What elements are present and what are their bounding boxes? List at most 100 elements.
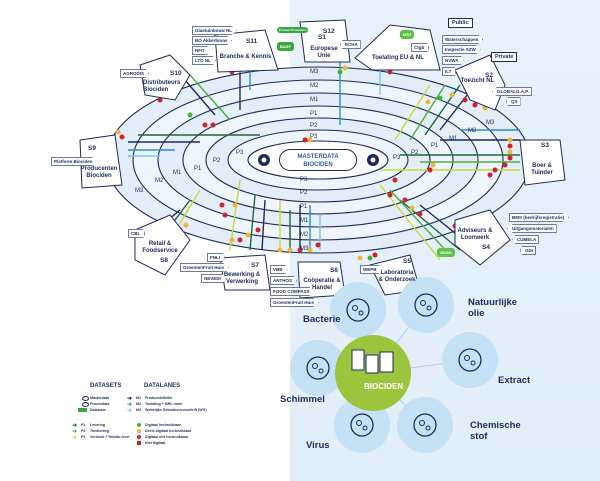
legend-arrow-icon: ➜ [72, 429, 78, 435]
tag-agrodis[interactable]: AGRODIS [120, 69, 150, 78]
stakeholder-s12[interactable]: Europese Unie [310, 46, 338, 59]
status-dot-56 [219, 202, 225, 208]
status-dot-24 [507, 137, 513, 143]
legend-status-2: Digitaal niet herbruikbaar [145, 435, 189, 439]
stakeholder-id-s1: S1 [318, 34, 326, 41]
ring-label-p2-b: P2 [300, 190, 308, 196]
stakeholder-s4[interactable]: Adviseurs & Loonwerk [457, 228, 493, 241]
ring-label-p1: P1 [310, 111, 318, 117]
tag-gdi[interactable]: GDI [520, 246, 537, 255]
status-dot-31 [427, 167, 433, 173]
status-dot-33 [392, 177, 398, 183]
tag-nvwa[interactable]: NVWA [442, 56, 464, 65]
virus-icon [350, 413, 374, 437]
database-symbol [78, 408, 87, 412]
stakeholder-s6[interactable]: Coöperatie & Handel [303, 278, 341, 291]
petri-dish-icon [306, 356, 330, 380]
status-dot-10 [119, 134, 125, 140]
plant-oil-icon-detail [420, 300, 426, 306]
tag-food-compass[interactable]: FOOD COMPASS [270, 287, 315, 296]
status-swatch-2 [137, 435, 141, 439]
datalane-15 [394, 84, 431, 141]
stakeholder-s7[interactable]: Bewerking & Verwerking [223, 272, 261, 285]
stakeholder-s10[interactable]: Distributeurs Biociden [143, 80, 181, 93]
status-dot-15 [387, 69, 393, 75]
tag-groentenfruit-huis-s7[interactable]: GroentenFruit Huis [180, 263, 230, 272]
stakeholder-s11[interactable]: Branche & Kennis [219, 54, 272, 60]
tag-ilt[interactable]: ILT [442, 67, 457, 76]
stakeholder-id-s8: S8 [160, 257, 168, 264]
legend-arrow-icon: ➜ [127, 396, 133, 402]
status-dot-3 [157, 97, 163, 103]
legend-status-3: Niet digitaal [145, 441, 166, 445]
status-dot-9 [115, 129, 121, 135]
tag-lto-nl[interactable]: LTO NL [192, 56, 216, 65]
bubble-chemische-stof [397, 397, 453, 453]
dataset-symbol-0 [82, 396, 89, 401]
ring-label-m3-r: M3 [486, 120, 495, 126]
stakeholder-shape-s12 [299, 19, 351, 63]
tag-cbl[interactable]: CBL [128, 229, 146, 238]
tag-wepb[interactable]: WEPB [360, 265, 382, 274]
tag-groentenfruit-huis-s6[interactable]: GroentenFruit Huis [270, 298, 320, 307]
core-label-biociden: BIOCIDEN [364, 382, 404, 391]
stakeholder-s2[interactable]: Toezicht NL [460, 78, 495, 84]
datalane-17 [424, 84, 461, 136]
stakeholder-s9[interactable]: Producenten Biociden [80, 166, 118, 179]
status-dot-44 [315, 242, 321, 248]
stakeholder-s1[interactable]: Toelating EU & NL [372, 55, 424, 61]
tag-anthos[interactable]: ANTHOS [270, 276, 297, 285]
status-dot-50 [237, 237, 243, 243]
bottle-1 [351, 349, 365, 371]
tag-cumela[interactable]: CUMELA [512, 235, 540, 244]
status-dot-27 [507, 155, 513, 161]
ring-label-m2-l: M2 [155, 178, 164, 184]
tag-bms[interactable]: BMS (bedrijfsregistratie) [509, 213, 570, 222]
tag-qs[interactable]: QS [506, 97, 521, 106]
tag-inspectie-szw[interactable]: Inspectie SZW [442, 45, 481, 54]
datalane-29 [249, 194, 256, 251]
petri-dish-icon-shape [306, 356, 330, 380]
spray-bottles-icon [351, 349, 394, 374]
tag-vbb[interactable]: VBB [270, 265, 288, 274]
stakeholder-s3[interactable]: Boer & Tuinder [531, 163, 553, 176]
stakeholder-id-s5: S5 [403, 258, 411, 265]
tag-platform-biociden[interactable]: Platform Biociden [51, 157, 98, 166]
tag-glastuinbouw[interactable]: Glastuinbouw NL [192, 26, 237, 35]
tag-bo-akkerbouw[interactable]: BO Akkerbouw [192, 36, 233, 45]
stakeholder-id-s6: S6 [330, 267, 338, 274]
tag-fnli[interactable]: FNLI [207, 253, 225, 262]
status-dot-18 [437, 95, 443, 101]
tag-globalgap[interactable]: GLOBALG.A.P. [492, 87, 532, 96]
legend-arrow-icon: ➜ [72, 423, 78, 429]
sign-public: Public [448, 18, 473, 28]
ring-label-p2-l: P2 [213, 158, 221, 164]
ring-label-p3-r: P3 [393, 155, 401, 161]
status-dot-7 [202, 122, 208, 128]
legend-lane-label-0: Productdefinitie [145, 396, 173, 400]
stakeholder-s8[interactable]: Retail & Foodservice [142, 241, 178, 254]
tag-uitgangsmaterialen[interactable]: Uitgangsmaterialen [507, 224, 557, 233]
stakeholder-shape-s9 [79, 134, 123, 189]
virus-icon-detail2 [362, 425, 368, 431]
status-dot-12 [307, 137, 313, 143]
tag-echa[interactable]: ECHA [340, 40, 361, 49]
tag-nevedi[interactable]: NEVEDI [201, 274, 226, 283]
tag-nfo[interactable]: NFO [192, 46, 210, 55]
ring-label-p2: P2 [310, 123, 318, 129]
legend-arrow-icon: ➜ [127, 408, 133, 414]
stakeholder-s5[interactable]: Laboratoria & Onderzoek [378, 270, 416, 283]
legend-lane-label-1: Toelating + MRL norm [145, 402, 183, 406]
ring-label-m1-l: M1 [173, 170, 182, 176]
legend-dataset-0: Masterdata [90, 396, 109, 400]
bacteria-icon-shape [346, 298, 370, 322]
tag-ctgb[interactable]: Ctgb [411, 43, 430, 52]
hexagon-chemical-icon-detail2 [425, 425, 431, 431]
tag-waterschappen[interactable]: Waterschappen [442, 35, 484, 44]
datalane-21 [389, 189, 451, 256]
status-dot-52 [255, 227, 261, 233]
status-dot-57 [232, 202, 238, 208]
status-dot-32 [430, 162, 436, 168]
ring-label-m1: M1 [310, 97, 319, 103]
status-dot-47 [367, 255, 373, 261]
